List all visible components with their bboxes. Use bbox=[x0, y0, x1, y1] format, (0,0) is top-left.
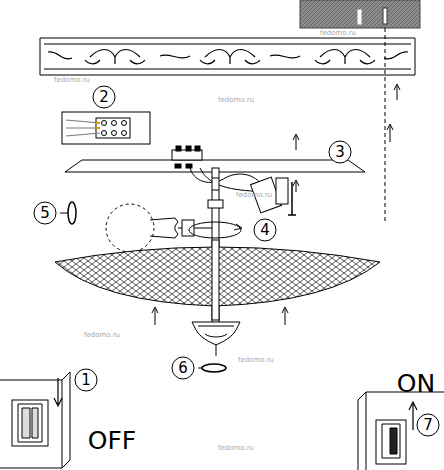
watermark: fedomo.ru bbox=[320, 30, 356, 37]
watermark: fedomo.ru bbox=[84, 332, 120, 339]
watermark: fedomo.ru bbox=[218, 97, 254, 104]
watermark: fedomo.ru bbox=[236, 192, 272, 199]
callout-number: 7 bbox=[423, 418, 433, 433]
watermark: fedomo.ru bbox=[54, 77, 90, 84]
watermark: fedomo.ru bbox=[238, 357, 274, 364]
switch-state: OFF bbox=[88, 428, 136, 453]
callout-number: 6 bbox=[178, 361, 188, 376]
callout-number: 1 bbox=[81, 373, 91, 388]
callout-number: 5 bbox=[40, 206, 50, 221]
callout-number: 2 bbox=[99, 90, 109, 105]
callout-number: 3 bbox=[335, 145, 345, 160]
switch-state: ON bbox=[397, 371, 435, 396]
callout-number: 4 bbox=[260, 223, 270, 238]
watermark: fedomo.ru bbox=[218, 445, 254, 452]
